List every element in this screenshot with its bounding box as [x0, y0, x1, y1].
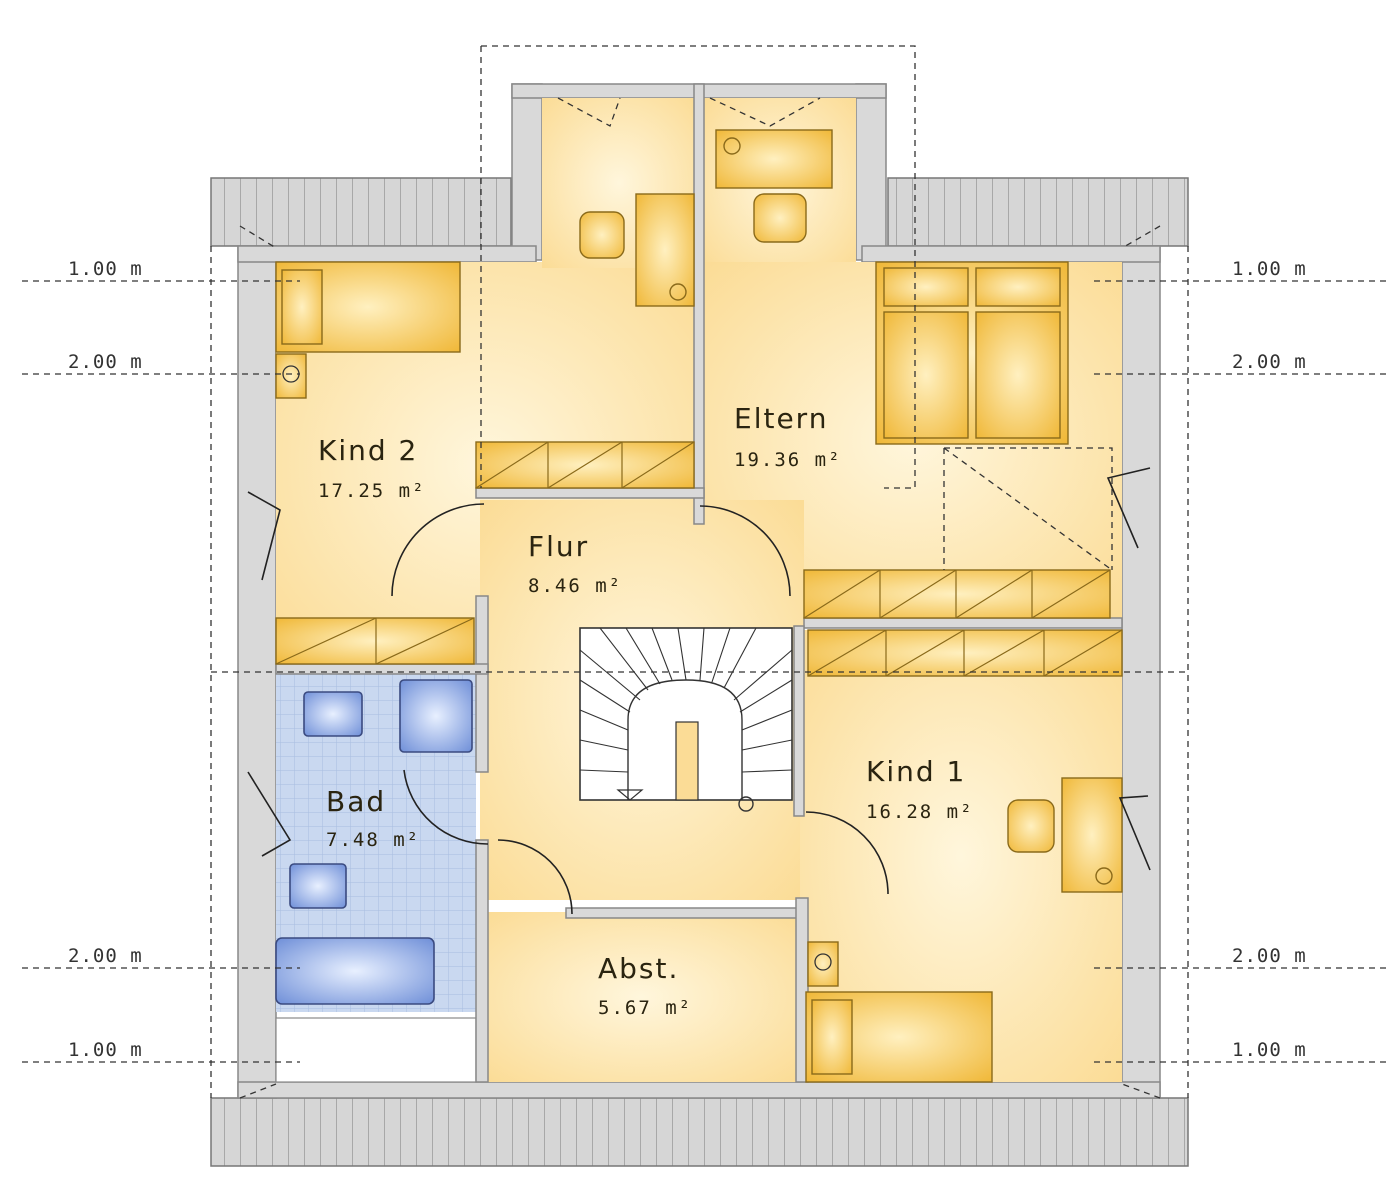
- staircase: [579, 627, 793, 812]
- height-right-1: 1.00 m: [1232, 258, 1307, 280]
- nightstands: [275, 353, 839, 987]
- height-right-2: 2.00 m: [1232, 351, 1307, 373]
- wardrobe-dividers: [275, 441, 1123, 677]
- height-left-4: 1.00 m: [68, 1039, 143, 1061]
- bed-kind2: [275, 261, 461, 353]
- height-right-3: 2.00 m: [1232, 945, 1307, 967]
- room-name-abst: Abst.: [598, 952, 679, 985]
- bed-eltern: [875, 261, 1069, 445]
- roof-top-left: [210, 177, 512, 247]
- height-left-3: 2.00 m: [68, 945, 143, 967]
- height-marker-lines: [22, 280, 1390, 1063]
- bed-kind1: [805, 991, 993, 1083]
- height-right-4: 1.00 m: [1232, 1039, 1307, 1061]
- height-left-1: 1.00 m: [68, 258, 143, 280]
- room-area-bad: 7.48 m²: [326, 829, 420, 851]
- desk-upper-left: [579, 193, 695, 307]
- doors: [247, 467, 1151, 915]
- bathroom-fixtures: [275, 679, 473, 1005]
- room-area-kind2: 17.25 m²: [318, 480, 426, 502]
- roof-bottom: [210, 1097, 1189, 1167]
- room-name-kind1: Kind 1: [866, 755, 966, 788]
- room-name-bad: Bad: [326, 785, 386, 818]
- roof-top-right: [887, 177, 1189, 247]
- room-area-eltern: 19.36 m²: [734, 449, 842, 471]
- room-name-eltern: Eltern: [734, 402, 828, 435]
- desk-upper-right: [715, 129, 833, 243]
- room-name-flur: Flur: [528, 530, 589, 563]
- desk-kind1: [1007, 777, 1123, 893]
- room-area-kind1: 16.28 m²: [866, 801, 974, 823]
- room-area-flur: 8.46 m²: [528, 575, 622, 597]
- wardrobes: [275, 441, 1123, 677]
- slope-lines: [210, 45, 1189, 1099]
- room-name-kind2: Kind 2: [318, 434, 418, 467]
- room-area-abst: 5.67 m²: [598, 997, 692, 1019]
- height-left-2: 2.00 m: [68, 351, 143, 373]
